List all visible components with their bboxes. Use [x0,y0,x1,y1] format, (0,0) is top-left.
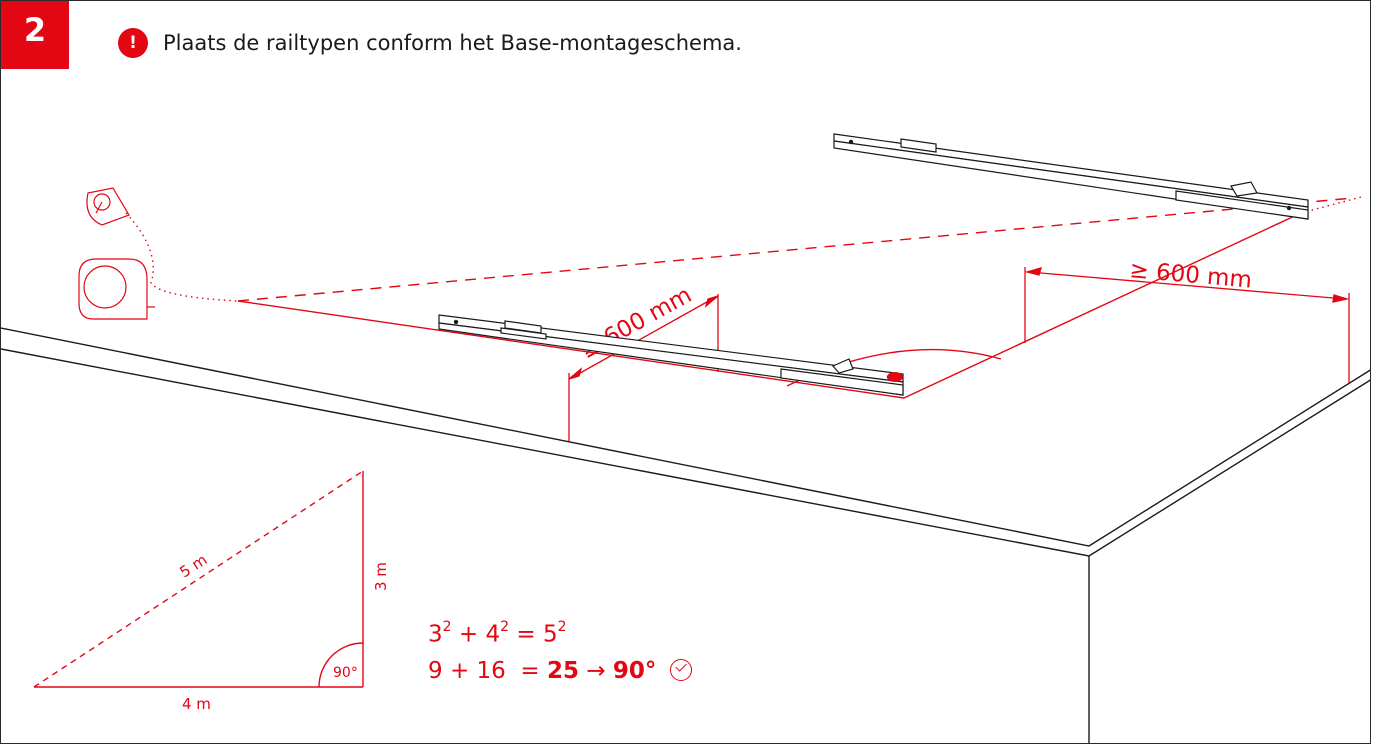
dimension-back [1024,267,1350,383]
rail-back [833,133,1309,220]
right-triangle [33,470,364,688]
formula-angle: 90° [612,658,657,684]
formula-result: 25 [547,658,580,684]
step-number-badge: 2 [1,1,69,69]
surface-outline [1,327,1370,743]
formula-line-1: 32 + 42 = 52 [428,619,567,648]
formula-exp-b: 2 [500,619,510,635]
dimension-back-label: ≥ 600 mm [1128,257,1252,294]
marker-dot [887,372,903,382]
formula-c: 5 [542,621,558,648]
formula-b: 4 [485,621,501,648]
warning-icon: ! [118,28,148,58]
base-label: 4 m [182,695,211,713]
rail-front [438,314,904,396]
formula-a: 3 [428,621,443,648]
chalk-string [125,212,239,302]
chalk-line-icon [86,187,130,226]
right-angle-label: 90° [333,665,358,681]
hypotenuse-label: 5 m [176,550,210,581]
formula-exp-c: 2 [557,619,567,635]
formula-exp-a: 2 [442,619,452,635]
check-circle-icon [669,659,692,681]
tape-measure-icon [78,258,155,320]
formula-line-2: 9 + 16 = 25 → 90° [428,656,692,684]
formula-arrow: → [586,658,606,684]
formula-equals: = [516,621,536,648]
formula-plus: + [458,621,479,648]
instruction-text: Plaats de railtypen conform het Base-mon… [163,31,742,55]
formula-sum: 9 + 16 = [428,658,540,684]
vertical-side-label: 3 m [372,562,390,591]
